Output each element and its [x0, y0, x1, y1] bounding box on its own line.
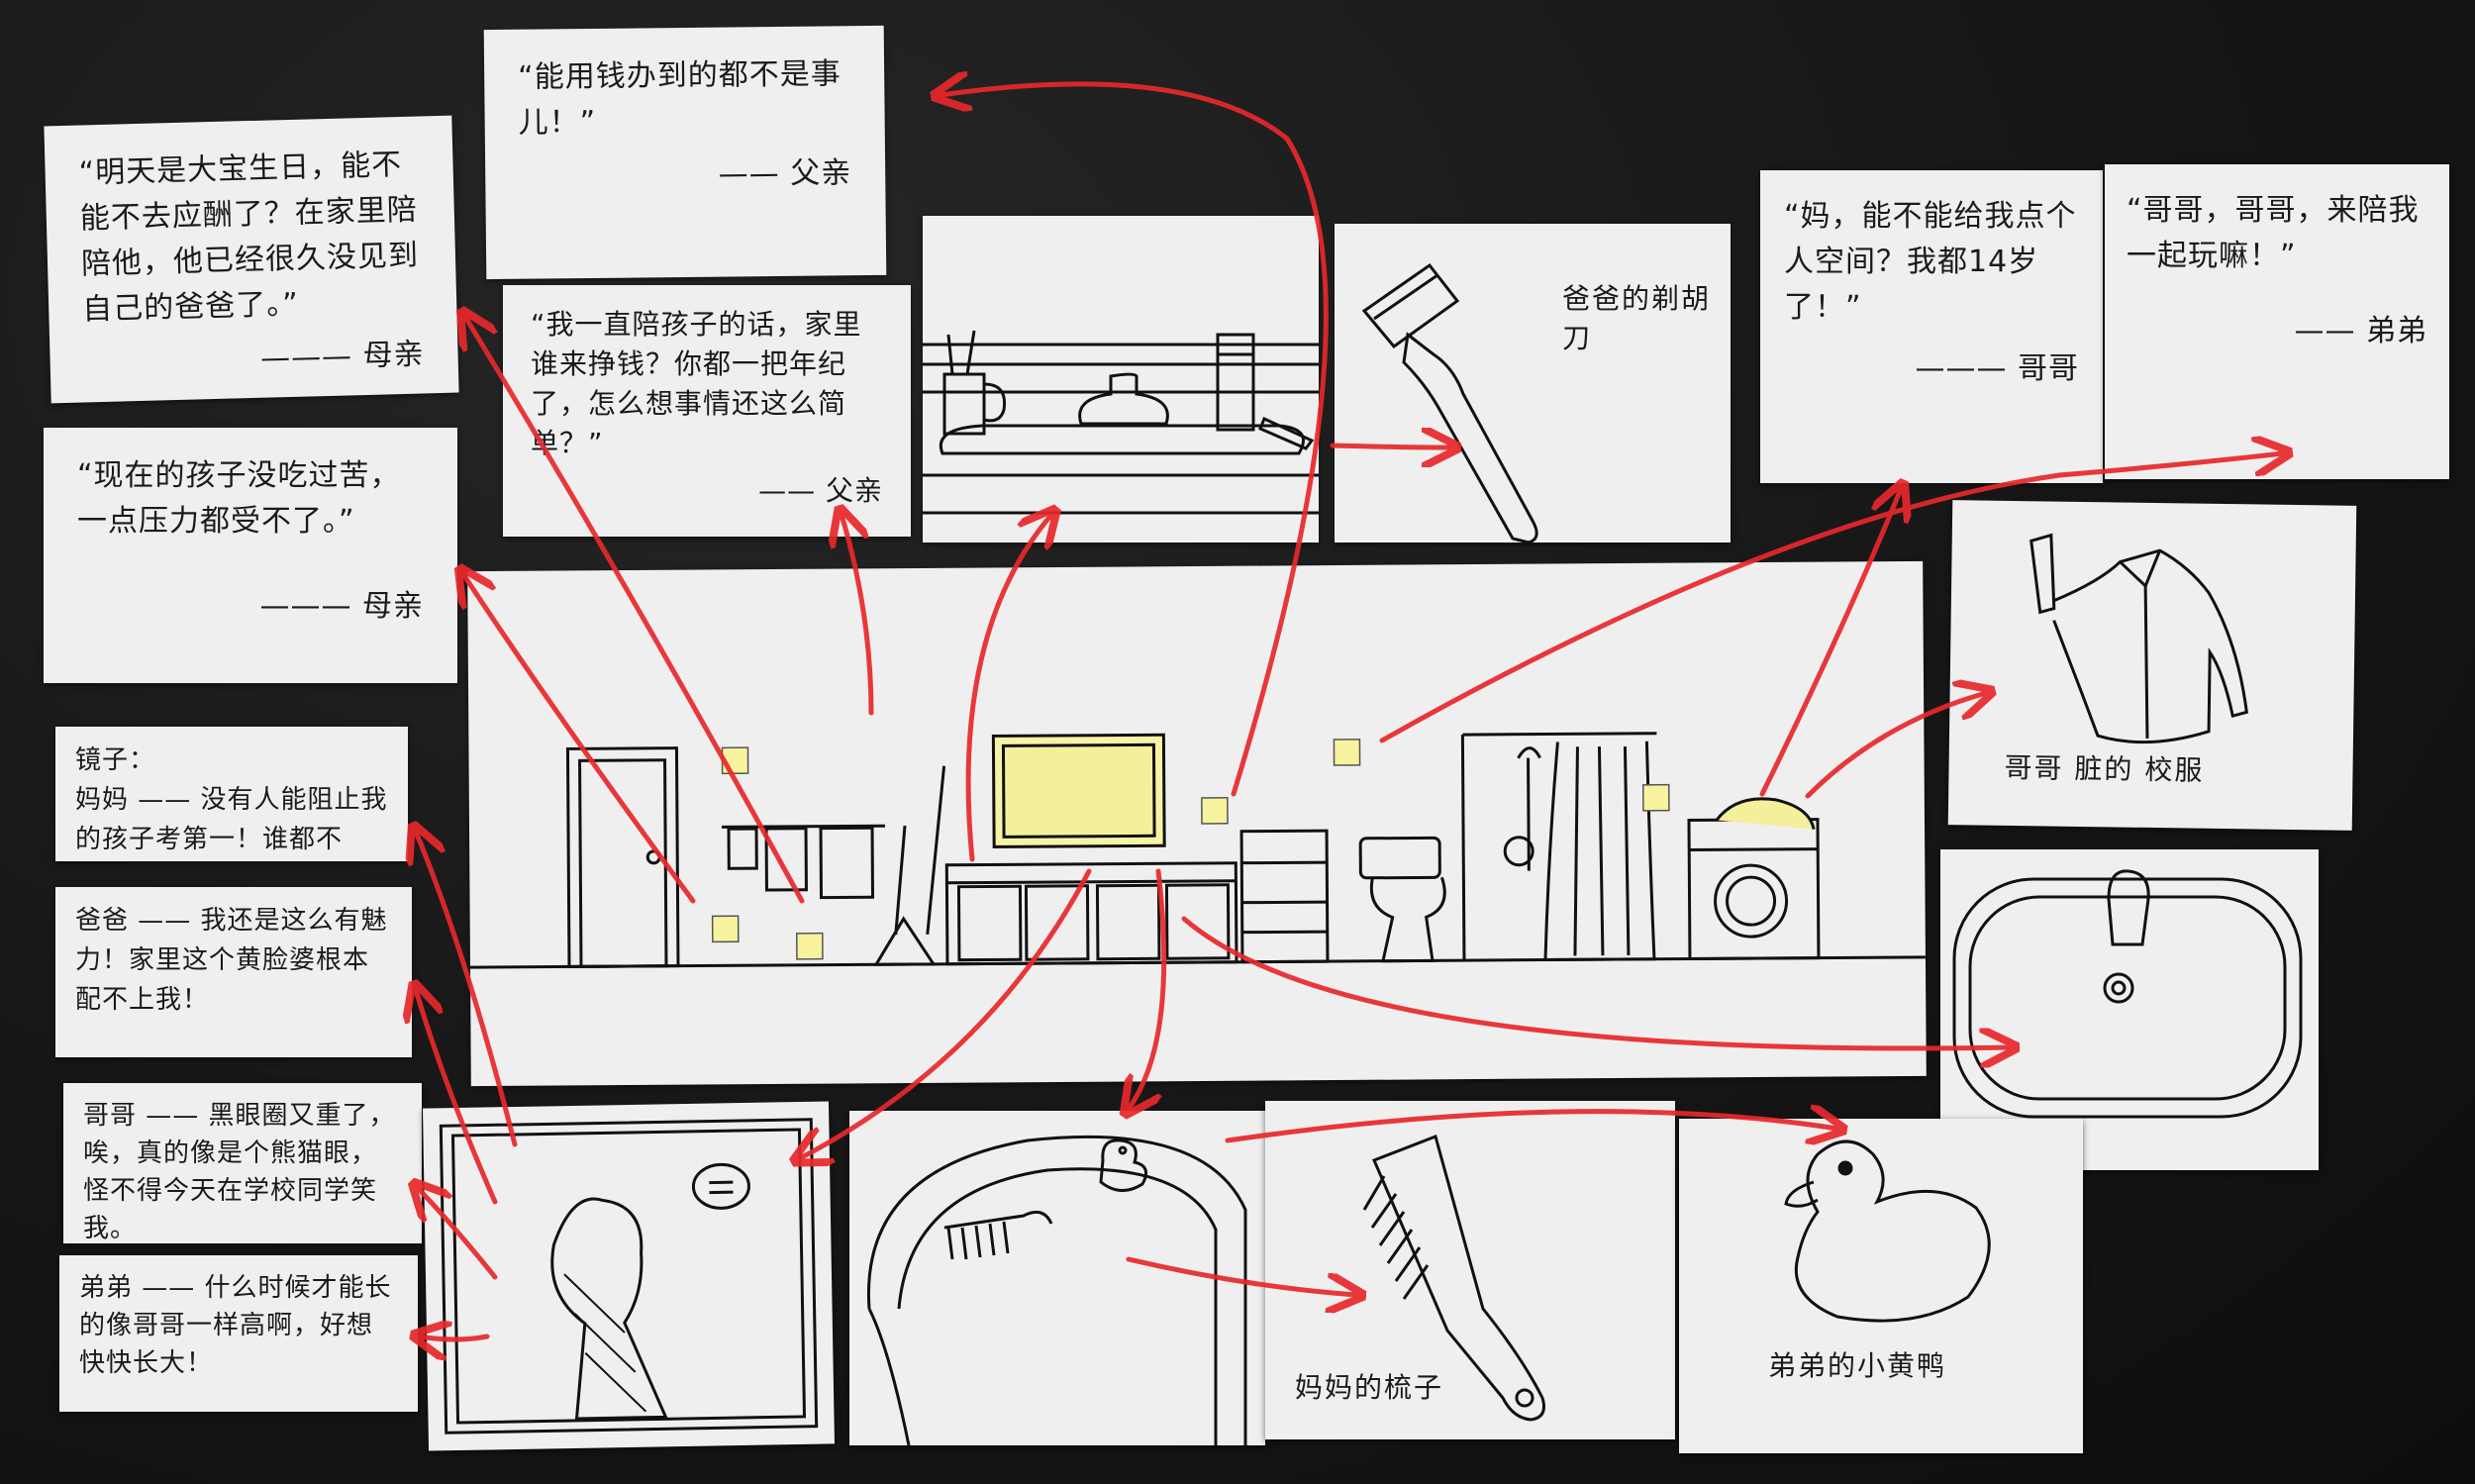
quote-card-mother-pressure: “现在的孩子没吃过苦，一点压力都受不了。” ——— 母亲: [44, 428, 457, 683]
quote-signature: —— 父亲: [718, 155, 852, 192]
uniform-card: 哥哥 脏的 校服: [1947, 500, 2357, 831]
bathtub-drawing: [849, 1111, 1265, 1445]
mirror-card-brother: 哥哥 —— 黑眼圈又重了，唉，真的像是个熊猫眼，怪不得今天在学校同学笑我。: [63, 1083, 422, 1243]
quote-signature: —— 父亲: [758, 474, 883, 507]
uniform-label: 哥哥 脏的 校服: [2004, 750, 2205, 787]
mirror-card-younger: 弟弟 —— 什么时候才能长的像哥哥一样高啊，好想快快长大！: [59, 1255, 418, 1412]
comb-card: 妈妈的梳子: [1265, 1101, 1675, 1439]
mirror-title: 镜子：: [75, 745, 156, 775]
mirror-card-father: 爸爸 —— 我还是这么有魅力！家里这个黄脸婆根本配不上我！: [55, 887, 412, 1057]
mirror-reflection-drawing: [423, 1101, 835, 1450]
bathtub-sketch-card: [849, 1111, 1265, 1445]
duck-label: 弟弟的小黄鸭: [1768, 1349, 1947, 1382]
quote-signature: ——— 哥哥: [1915, 351, 2079, 386]
bathroom-panorama-card: [467, 560, 1927, 1087]
sink-counter-sketch-card: [923, 216, 1319, 543]
mirror-card-mother: 镜子： 妈妈 —— 没有人能阻止我的孩子考第一！谁都不行！: [55, 727, 408, 861]
mirror-line-mother: 妈妈 —— 没有人能阻止我的孩子考第一！谁都不行！: [75, 785, 388, 854]
quote-text: “能用钱办到的都不是事儿！”: [518, 56, 842, 141]
mirror-line-brother: 哥哥 —— 黑眼圈又重了，唉，真的像是个熊猫眼，怪不得今天在学校同学笑我。: [83, 1101, 396, 1243]
quote-card-younger-play: “哥哥，哥哥，来陪我一起玩嘛！” —— 弟弟: [2105, 164, 2449, 479]
razor-card: 爸爸的剃胡刀: [1335, 224, 1731, 543]
quote-signature: ——— 母亲: [259, 337, 426, 376]
quote-text: “哥哥，哥哥，来陪我一起玩嘛！”: [2127, 193, 2420, 273]
razor-drawing: [1335, 224, 1731, 543]
bathroom-panorama-drawing: [467, 561, 1927, 1086]
quote-card-father-earn: “我一直陪孩子的话，家里谁来挣钱？你都一把年纪了，怎么想事情还这么简单？” ——…: [503, 285, 911, 537]
mirror-reflection-card: [423, 1101, 835, 1451]
duck-card: 弟弟的小黄鸭: [1679, 1119, 2083, 1453]
quote-signature: —— 弟弟: [2294, 314, 2427, 348]
quote-text: “我一直陪孩子的话，家里谁来挣钱？你都一把年纪了，怎么想事情还这么简单？”: [531, 308, 862, 459]
comb-drawing: [1265, 1101, 1675, 1439]
duck-drawing: [1679, 1119, 2083, 1453]
quote-text: “明天是大宝生日，能不能不去应酬了？在家里陪陪他，他已经很久没见到自己的爸爸了。…: [78, 147, 420, 328]
mirror-line-younger: 弟弟 —— 什么时候才能长的像哥哥一样高啊，好想快快长大！: [79, 1273, 392, 1378]
quote-text: “妈，能不能给我点个人空间？我都14岁了！”: [1784, 199, 2077, 325]
quote-card-father-money: “能用钱办到的都不是事儿！” —— 父亲: [483, 25, 887, 280]
sink-counter-drawing: [923, 216, 1319, 543]
comb-label: 妈妈的梳子: [1295, 1371, 1444, 1404]
quote-signature: ——— 母亲: [259, 589, 424, 624]
quote-card-brother-space: “妈，能不能给我点个人空间？我都14岁了！” ——— 哥哥: [1760, 170, 2103, 483]
quote-card-mother-birthday: “明天是大宝生日，能不能不去应酬了？在家里陪陪他，他已经很久没见到自己的爸爸了。…: [44, 115, 459, 404]
razor-label: 爸爸的剃胡刀: [1562, 282, 1712, 354]
mirror-line-father: 爸爸 —— 我还是这么有魅力！家里这个黄脸婆根本配不上我！: [75, 906, 388, 1015]
quote-text: “现在的孩子没吃过苦，一点压力都受不了。”: [77, 458, 401, 539]
